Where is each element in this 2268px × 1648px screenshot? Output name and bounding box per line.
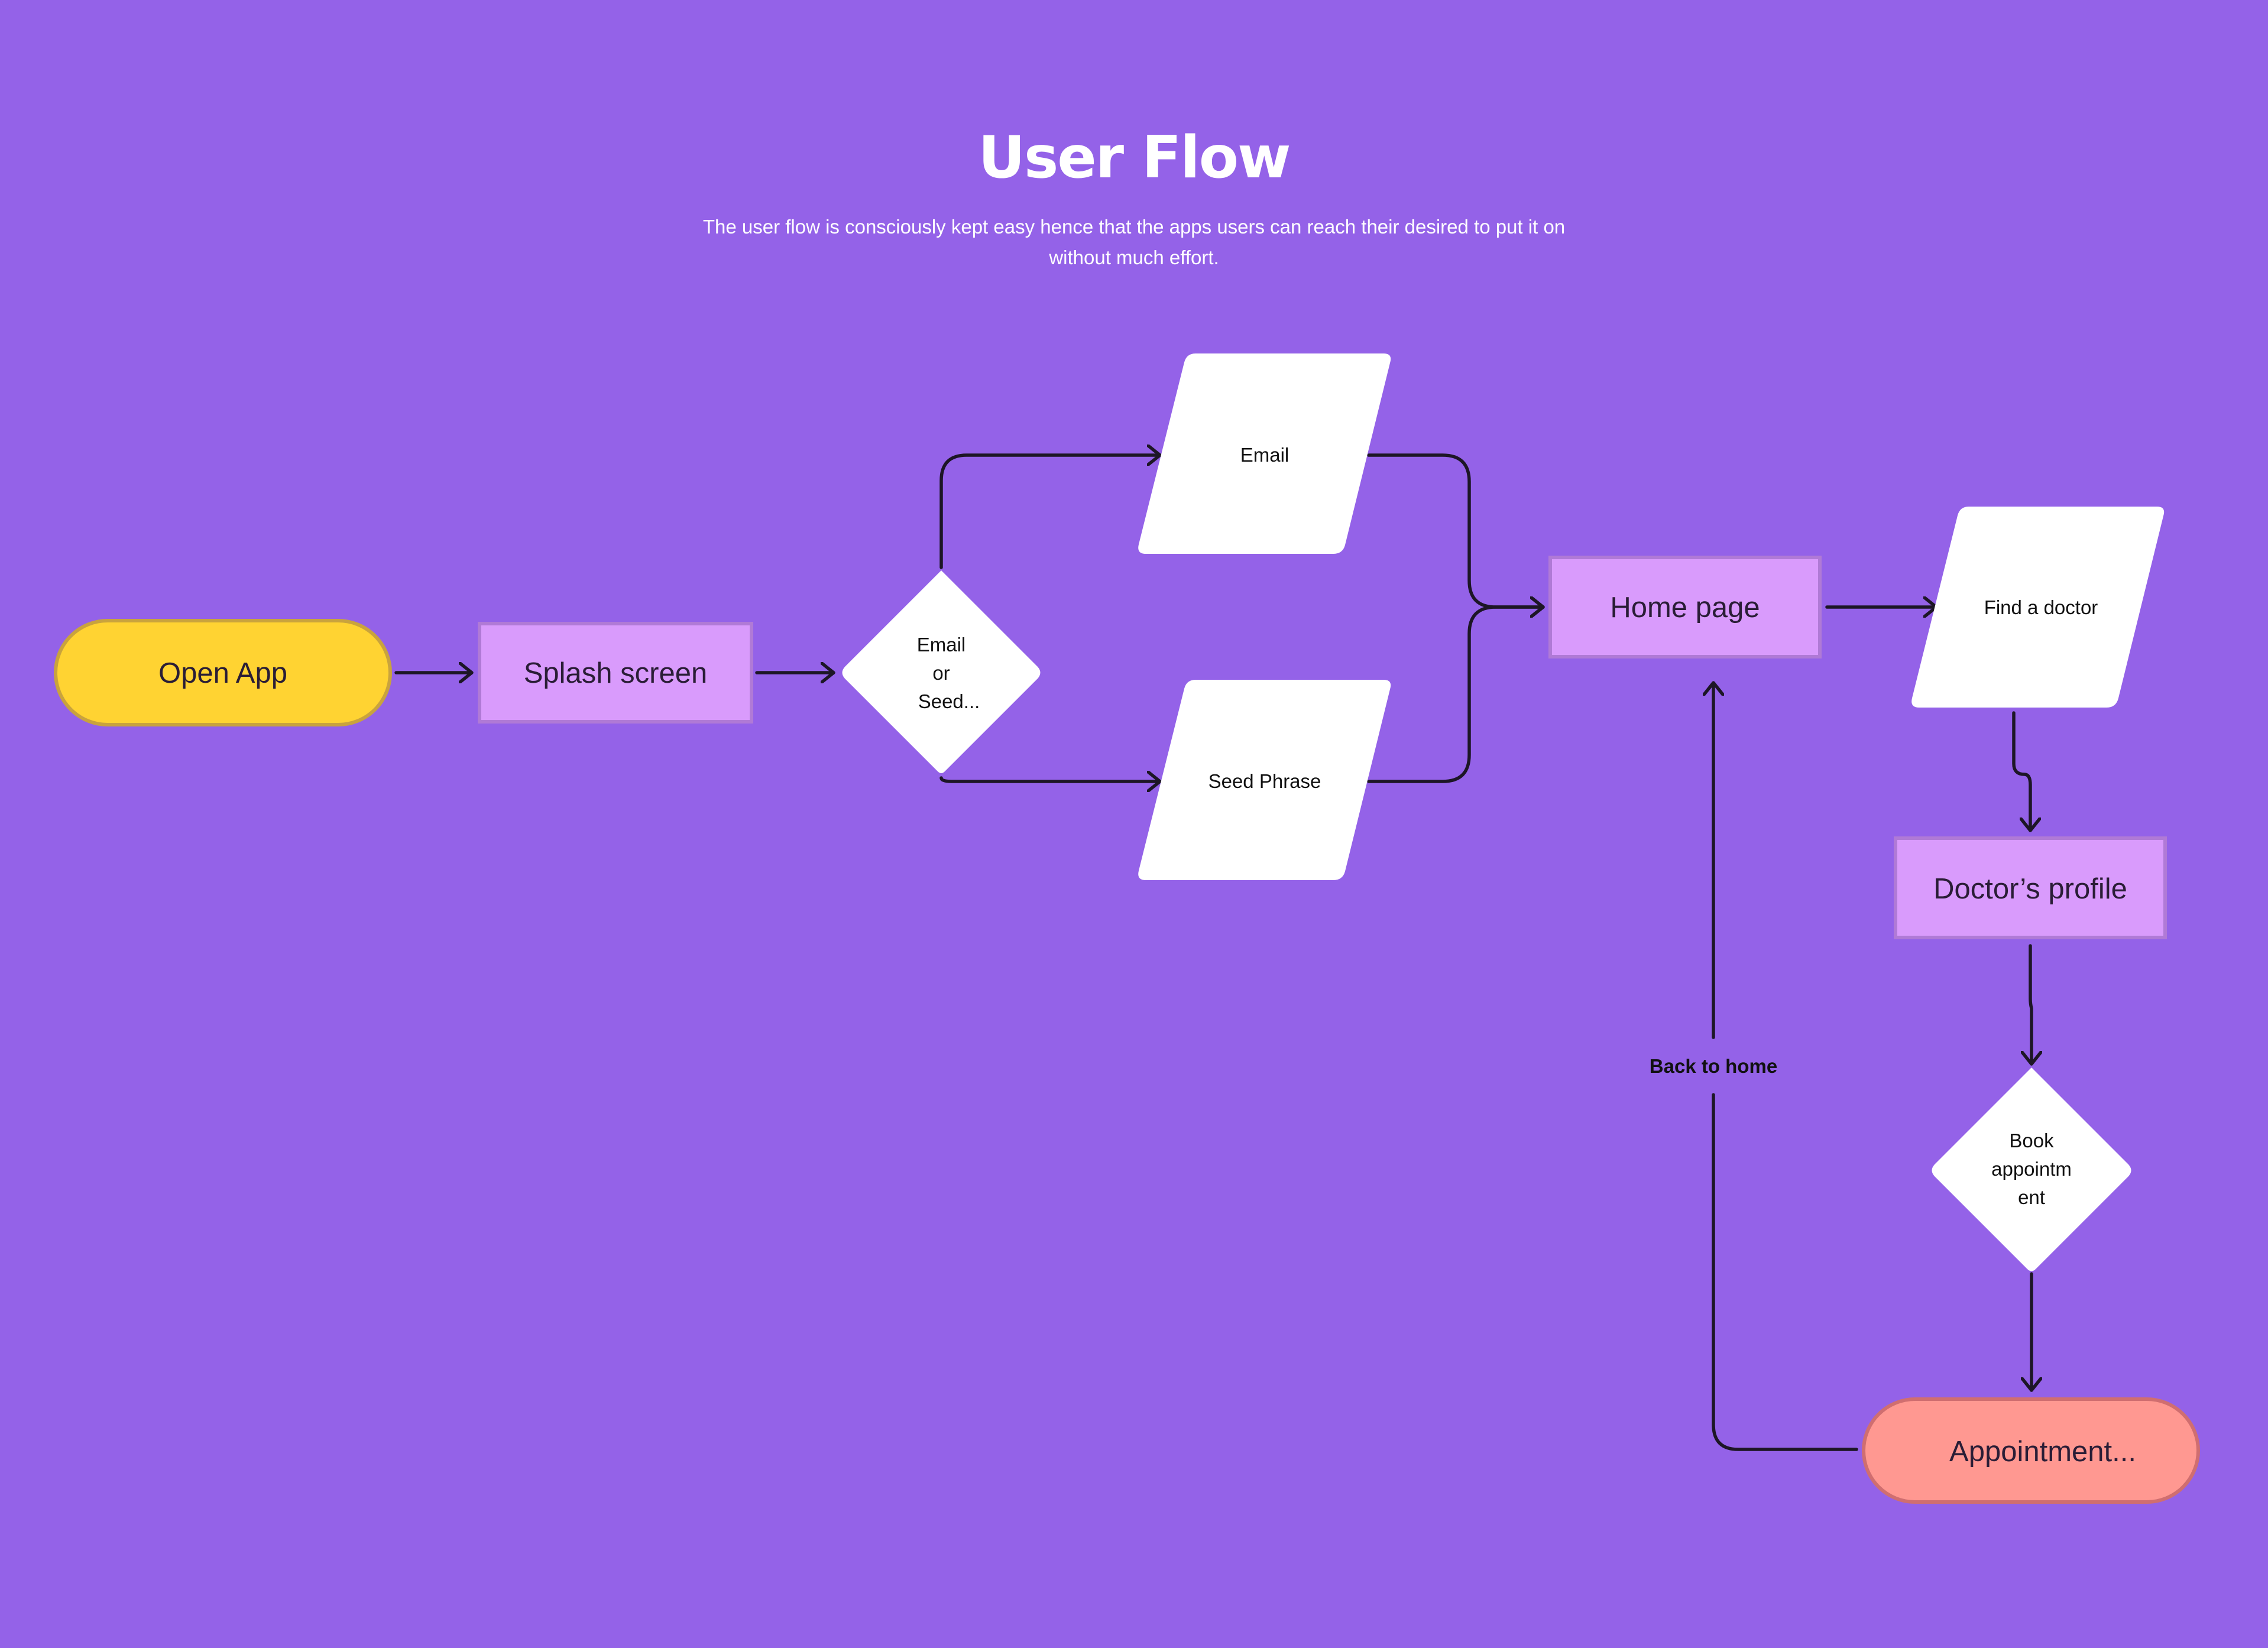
node-appointment: Appointment... — [1862, 1397, 2200, 1504]
node-splash-screen: Splash screen — [478, 622, 753, 724]
decision-book-line-1: Book — [2009, 1130, 2054, 1151]
node-email: Email — [1138, 353, 1391, 554]
node-decision-login: Email or Seed... — [842, 570, 1041, 773]
node-home-page: Home page — [1548, 556, 1822, 658]
edge-appointment-to-home — [1712, 1093, 1858, 1451]
decision-login-line-2: or — [932, 662, 950, 684]
decision-login-line-3: Seed... — [918, 690, 980, 712]
decision-book-line-3: ent — [2018, 1186, 2045, 1208]
node-open-app: Open App — [54, 619, 392, 726]
edge-seed-to-home — [1367, 607, 1545, 783]
page-title: User Flow — [978, 124, 1291, 192]
decision-book-line-2: appointm — [1991, 1158, 2072, 1180]
node-splash-screen-label: Splash screen — [524, 657, 708, 689]
node-doctor-profile: Doctor’s profile — [1894, 836, 2167, 939]
node-home-page-label: Home page — [1610, 592, 1760, 624]
node-find-doctor: Find a doctor — [1911, 507, 2165, 708]
node-seed-phrase-label: Seed Phrase — [1208, 770, 1321, 792]
edge-label-back-to-home: Back to home — [1650, 1055, 1777, 1077]
page-subtitle: The user flow is consciously kept easy h… — [702, 216, 1566, 268]
node-seed-phrase: Seed Phrase — [1138, 680, 1391, 880]
edge-decision-to-email — [939, 455, 1162, 569]
node-find-doctor-label: Find a doctor — [1984, 596, 2098, 618]
decision-login-line-1: Email — [917, 634, 966, 656]
edge-email-to-home — [1367, 453, 1545, 607]
edge-profile-to-book — [2030, 944, 2032, 1066]
edge-decision-to-seed — [939, 778, 1162, 781]
node-decision-book: Book appointm ent — [1932, 1068, 2131, 1271]
node-open-app-label: Open App — [158, 657, 287, 689]
node-appointment-label: Appointment... — [1949, 1436, 2136, 1468]
node-doctor-profile-label: Doctor’s profile — [1933, 873, 2127, 905]
edge-find-to-profile — [2012, 711, 2030, 832]
node-email-label: Email — [1240, 444, 1289, 466]
